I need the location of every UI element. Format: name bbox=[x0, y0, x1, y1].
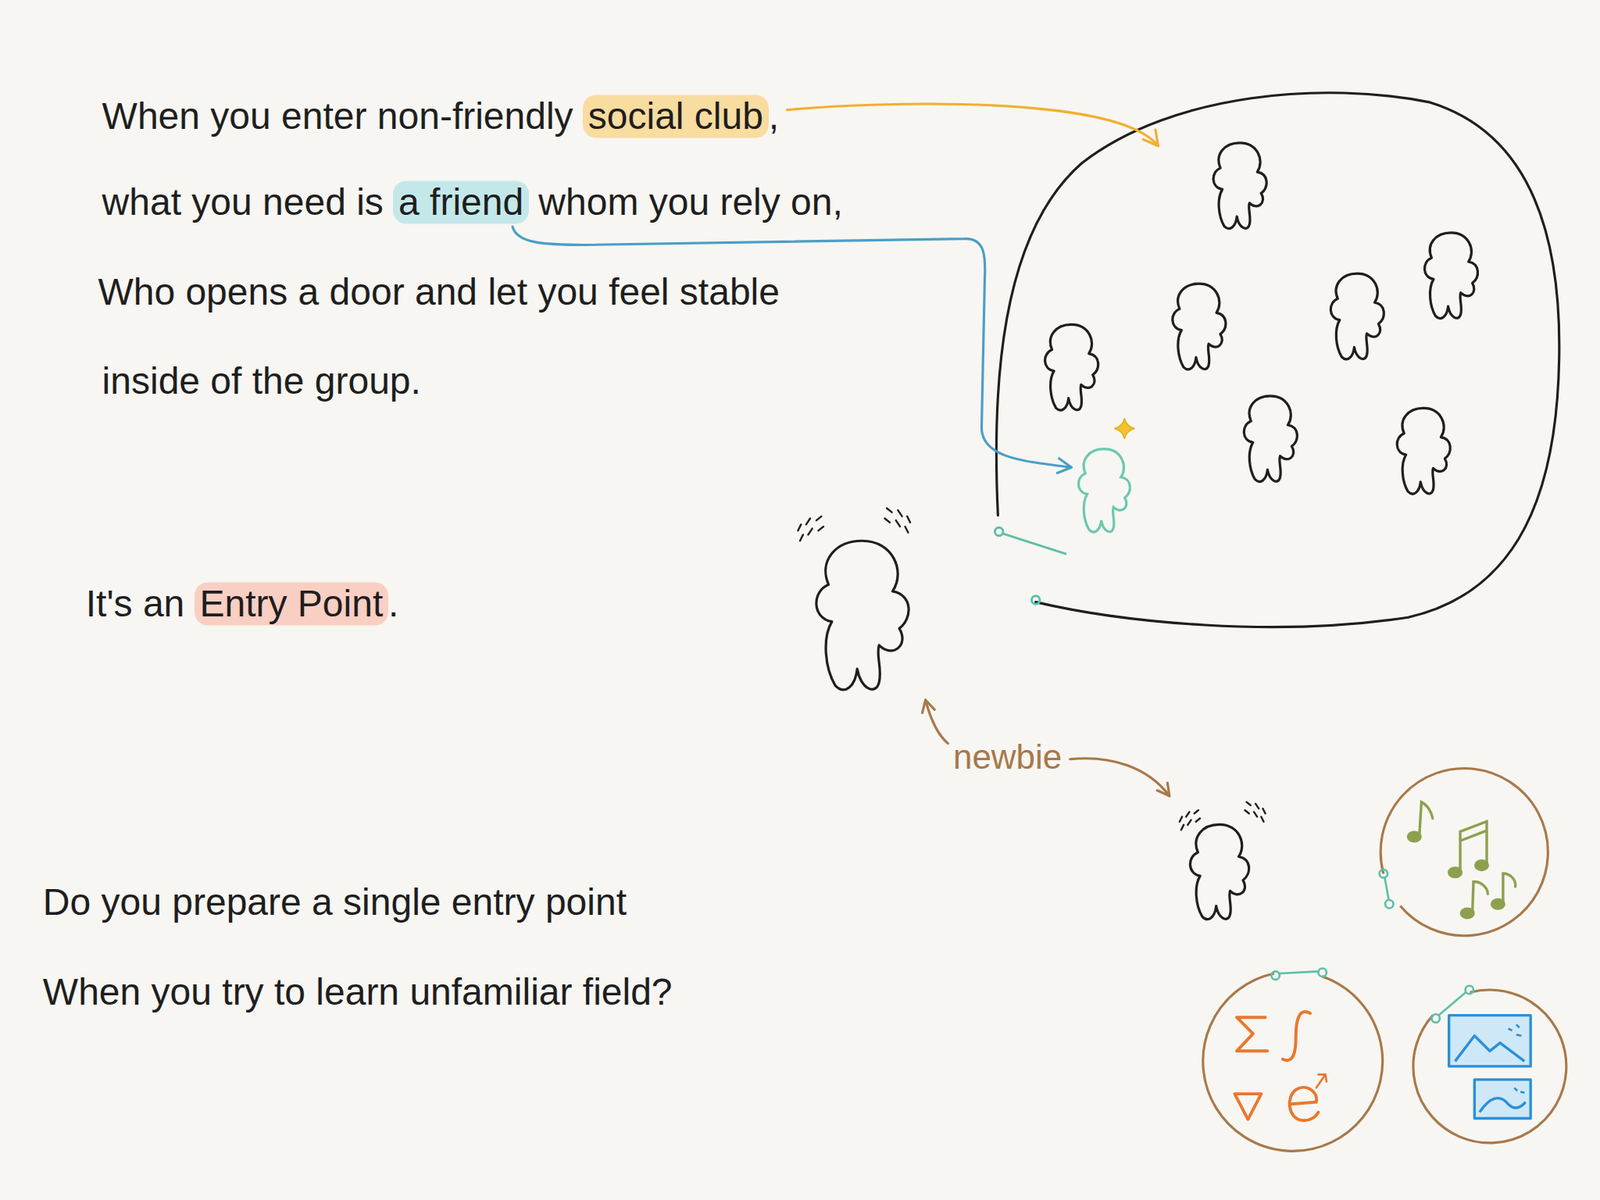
text-line: what you need isa friendwhom you rely on… bbox=[102, 180, 843, 224]
nervous-marks bbox=[797, 516, 824, 541]
club-outline bbox=[996, 92, 1560, 628]
highlighted-phrase: social club bbox=[582, 94, 769, 138]
door-hinge bbox=[1379, 869, 1388, 878]
member-figure bbox=[1396, 407, 1450, 494]
door-hinge bbox=[1431, 1014, 1440, 1022]
text-line: When you try to learn unfamiliar field? bbox=[42, 970, 673, 1014]
door-leaf bbox=[1003, 533, 1067, 554]
integral-symbol bbox=[1282, 1011, 1311, 1061]
picture-frame bbox=[1449, 1015, 1531, 1067]
note bbox=[1472, 881, 1489, 911]
nervous-marks bbox=[1244, 802, 1265, 822]
member-figure bbox=[1045, 324, 1099, 411]
member-figure bbox=[1243, 396, 1297, 483]
handwritten-text: It's an bbox=[85, 582, 186, 626]
leader-lines bbox=[512, 103, 1170, 797]
highlighted-phrase: Entry Point bbox=[194, 582, 389, 626]
door-leaf bbox=[1384, 877, 1389, 900]
door-leaf bbox=[1439, 992, 1467, 1016]
member-figure bbox=[1172, 283, 1226, 370]
text-line: Who opens a door and let you feel stable bbox=[97, 270, 780, 314]
handwritten-text: Do you prepare a single entry point bbox=[42, 880, 627, 924]
picture-sun bbox=[1514, 1087, 1525, 1093]
field-door bbox=[1379, 869, 1394, 908]
pointer-line bbox=[925, 700, 949, 744]
handwritten-text: When you try to learn unfamiliar field? bbox=[42, 970, 673, 1014]
math-symbols bbox=[1234, 1011, 1327, 1121]
note-head bbox=[1475, 860, 1489, 871]
nervous-marks bbox=[884, 507, 911, 533]
club-door bbox=[994, 527, 1066, 604]
highlighted-phrase: a friend bbox=[392, 180, 529, 224]
pointer-head bbox=[1157, 782, 1169, 797]
handwritten-text: Who opens a door and let you feel stable bbox=[97, 270, 780, 314]
handwritten-text: . bbox=[388, 582, 399, 626]
pointer-line bbox=[1070, 758, 1170, 797]
handwritten-text: whom you rely on, bbox=[538, 180, 843, 224]
pointer-head bbox=[922, 700, 936, 713]
handwritten-text: what you need is bbox=[102, 180, 384, 224]
exponent-mark bbox=[1316, 1074, 1327, 1088]
door-hinge bbox=[1465, 985, 1474, 994]
newbie-figure bbox=[816, 540, 909, 690]
note bbox=[1503, 873, 1516, 903]
pointer-head bbox=[1057, 458, 1072, 474]
note-head bbox=[1407, 832, 1421, 842]
field-outline bbox=[1413, 989, 1567, 1143]
text-line: When you enter non-friendlysocial club, bbox=[102, 94, 779, 138]
member-figure bbox=[1330, 273, 1384, 360]
picture-hill bbox=[1479, 1098, 1526, 1113]
door-hinge bbox=[1031, 596, 1040, 604]
friend-figure bbox=[1078, 449, 1130, 533]
handwritten-text: , bbox=[768, 94, 779, 138]
sigma-symbol bbox=[1236, 1017, 1268, 1051]
door-hinge bbox=[1318, 968, 1327, 977]
door-hinge bbox=[1385, 900, 1393, 908]
text-line: Do you prepare a single entry point bbox=[42, 880, 627, 924]
field-door bbox=[1271, 968, 1327, 980]
door-hinge bbox=[994, 527, 1003, 536]
handwritten-text: When you enter non-friendly bbox=[102, 94, 574, 138]
picture-mountain bbox=[1455, 1035, 1525, 1062]
member-figure bbox=[1213, 142, 1267, 229]
music-notes bbox=[1407, 802, 1515, 918]
picture-icons bbox=[1449, 1015, 1531, 1119]
field-outline bbox=[1380, 767, 1548, 936]
sparkle bbox=[1114, 418, 1135, 440]
nervous-marks bbox=[1179, 810, 1200, 830]
note-head bbox=[1449, 867, 1462, 878]
note-head bbox=[1492, 899, 1505, 909]
nabla-symbol bbox=[1234, 1093, 1261, 1120]
exponential-symbol bbox=[1289, 1087, 1319, 1121]
newbie-figure bbox=[1189, 824, 1249, 919]
picture-sun bbox=[1507, 1024, 1522, 1036]
text-line: It's anEntry Point. bbox=[85, 582, 400, 626]
note-head bbox=[1460, 908, 1474, 918]
note bbox=[1419, 802, 1433, 836]
picture-frame bbox=[1474, 1079, 1531, 1119]
field-outline bbox=[1203, 973, 1383, 1151]
door-leaf bbox=[1279, 971, 1319, 974]
pointer-line bbox=[786, 103, 1158, 147]
handwritten-text: newbie bbox=[953, 737, 1062, 778]
door-hinge bbox=[1271, 971, 1279, 979]
text-line: newbie bbox=[953, 737, 1062, 778]
pointer-head bbox=[1142, 129, 1158, 147]
handwritten-text: inside of the group. bbox=[102, 360, 422, 404]
text-line: inside of the group. bbox=[102, 360, 422, 404]
pointer-line bbox=[512, 226, 1072, 468]
member-figure bbox=[1424, 232, 1478, 319]
